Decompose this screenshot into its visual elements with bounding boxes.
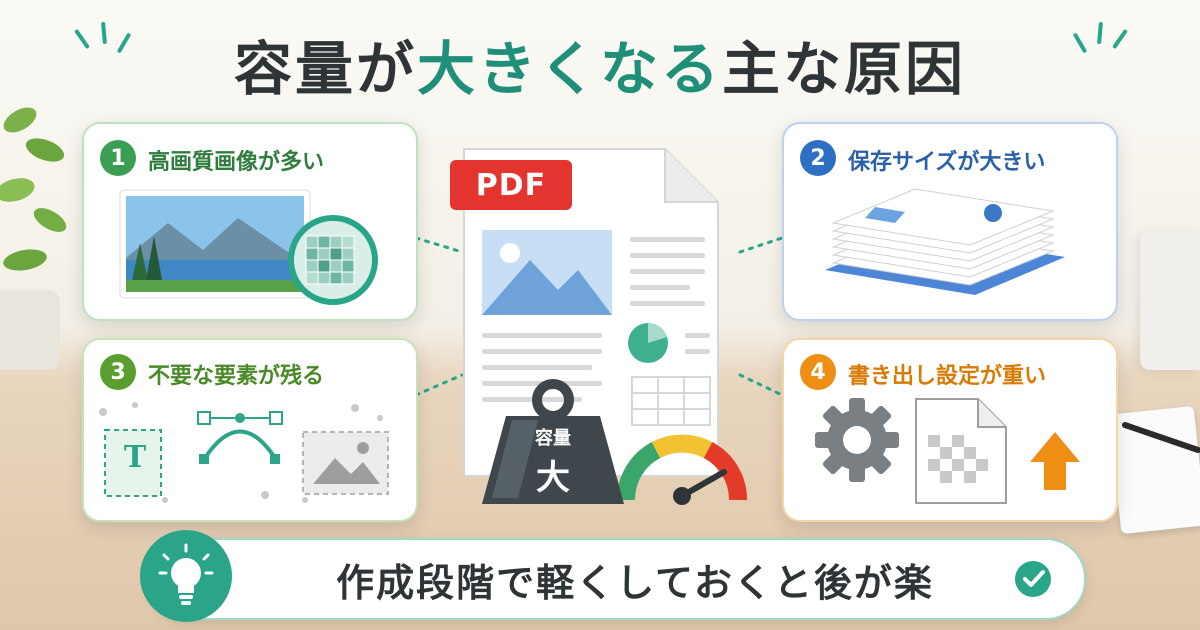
lightbulb-icon bbox=[158, 543, 214, 605]
page-title: 容量が大きくなる主な原因 bbox=[0, 22, 1200, 106]
tip-banner bbox=[150, 538, 1086, 620]
plant-pot bbox=[0, 290, 60, 370]
tip-text: 作成段階で軽くしておくと後が楽 bbox=[336, 561, 934, 605]
arrow-up-icon bbox=[1030, 432, 1080, 490]
pen bbox=[1122, 422, 1200, 453]
title-part2: 主な原因 bbox=[722, 35, 967, 103]
check-badge bbox=[1015, 561, 1051, 597]
pdf-badge: PDF bbox=[450, 160, 572, 210]
landscape-photo-icon bbox=[119, 189, 378, 305]
card4-number-badge: 4 bbox=[800, 354, 836, 390]
check-icon bbox=[1023, 570, 1045, 587]
stacked-documents-icon bbox=[825, 188, 1065, 295]
card2-title: 保存サイズが大きい bbox=[848, 150, 1046, 175]
card1-number-badge: 1 bbox=[100, 140, 136, 176]
card2-number-badge: 2 bbox=[800, 140, 836, 176]
title-highlight: 大きくなる bbox=[416, 35, 722, 103]
pdf-document-icon bbox=[463, 148, 719, 477]
gear-icon bbox=[815, 398, 899, 482]
vector-elements-illustration bbox=[99, 402, 389, 503]
gauge-icon bbox=[616, 434, 748, 505]
card4-title: 書き出し設定が重い bbox=[848, 364, 1047, 389]
plant-leaves bbox=[0, 107, 67, 271]
weight-label-top: 容量 bbox=[535, 428, 571, 449]
weight-icon bbox=[482, 379, 624, 504]
coffee-cup bbox=[1140, 230, 1200, 370]
card3-title: 不要な要素が残る bbox=[148, 364, 325, 389]
card3-number-badge: 3 bbox=[100, 354, 136, 390]
weight-label-main: 大 bbox=[536, 458, 570, 498]
pie-chart-icon bbox=[628, 323, 668, 363]
text-element-icon: T bbox=[123, 440, 147, 475]
heavy-file-icon bbox=[915, 398, 1007, 504]
title-part1: 容量が bbox=[233, 35, 417, 103]
card1-title: 高画質画像が多い bbox=[148, 150, 325, 175]
